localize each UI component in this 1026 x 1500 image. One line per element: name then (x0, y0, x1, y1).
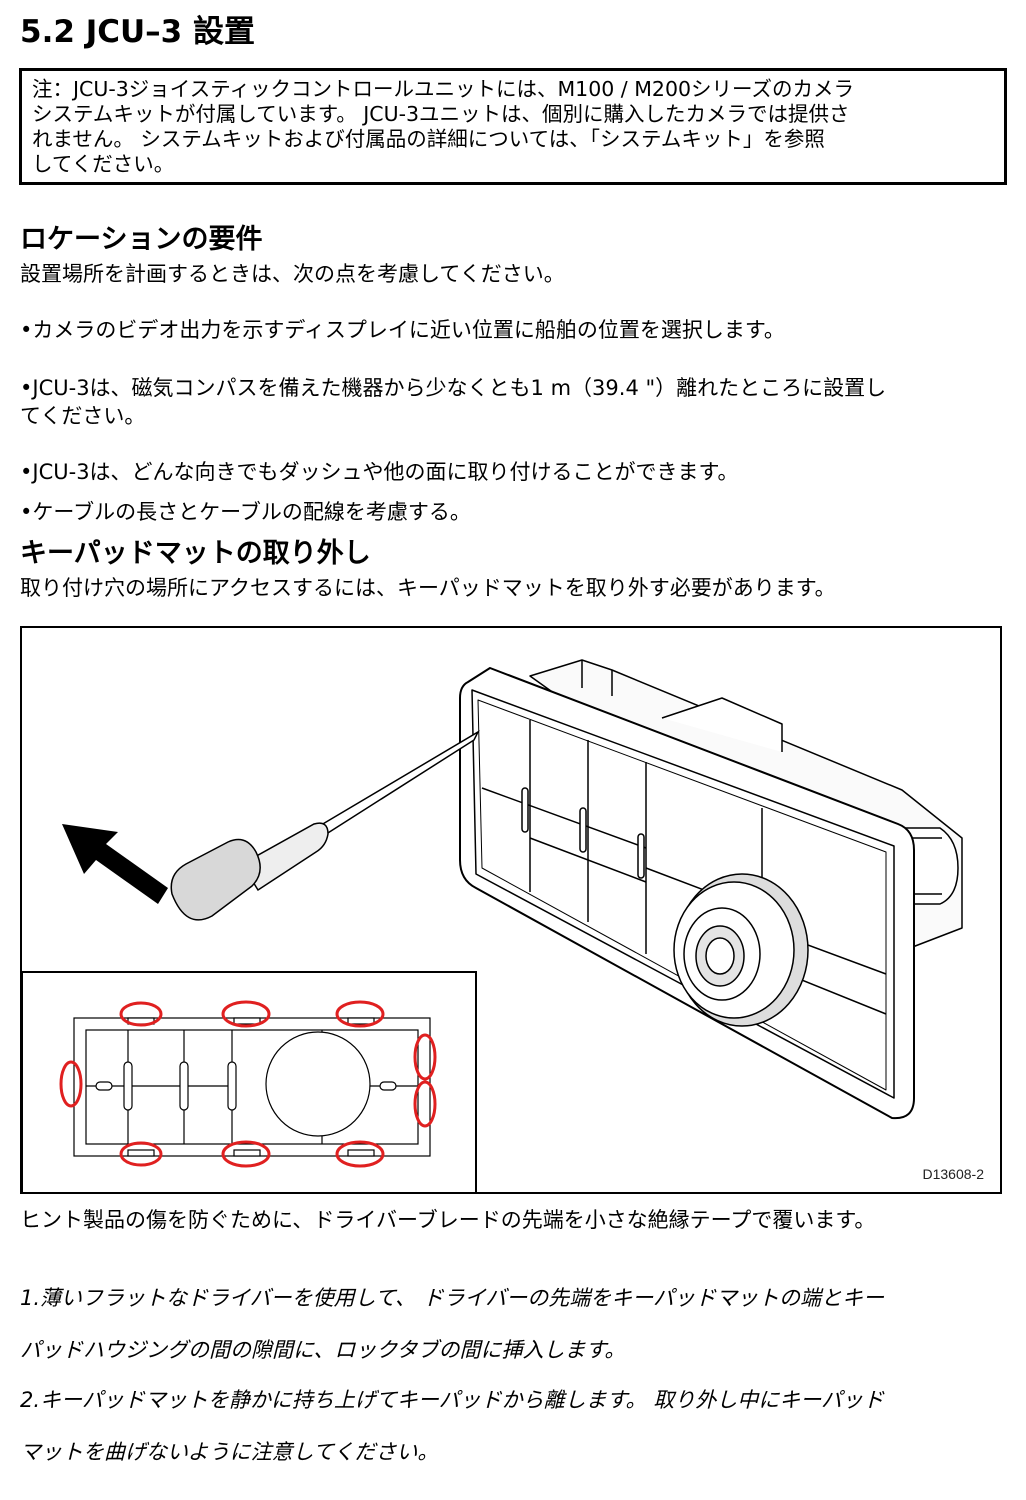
bullet-item: •カメラのビデオ出力を示すディスプレイに近い位置に船舶の位置を選択します。 (20, 318, 785, 342)
step-line: パッドハウジングの間の隙間に、ロックタブの間に挿入します。 (20, 1338, 626, 1362)
figure-illustration (22, 659, 963, 1192)
section-title: 5.2 JCU–3 設置 (20, 14, 256, 50)
location-intro: 設置場所を計画するときは、次の点を考慮してください。 (20, 262, 565, 286)
keypad-removal-figure: D13608-2 (20, 626, 1002, 1194)
clip-marker (335, 1000, 385, 1028)
clip-marker (413, 1080, 437, 1128)
figure-code: D13608-2 (922, 1166, 985, 1182)
clip-marker (221, 1140, 271, 1168)
note-box: 注：JCU-3ジョイスティックコントロールユニットには、M100 / M200シ… (19, 68, 1007, 185)
screwdriver-illustration (170, 730, 480, 921)
clip-marker (59, 1060, 83, 1108)
note-line: してください。 (32, 152, 175, 176)
note-line: れません。 システムキットおよび付属品の詳細については、「システムキット」を参照 (32, 127, 825, 151)
note-line: 注：JCU-3ジョイスティックコントロールユニットには、M100 / M200シ… (32, 77, 855, 101)
step-line: 1.薄いフラットなドライバーを使用して、 ドライバーの先端をキーパッドマットの端… (20, 1286, 884, 1310)
bullet-item: •JCU-3は、どんな向きでもダッシュや他の面に取り付けることができます。 (20, 460, 739, 484)
bullet-line: •JCU-3は、磁気コンパスを備えた機器から少なくとも1 m（39.4 "）離れ… (20, 376, 887, 400)
step-line: マットを曲げないように注意してください。 (20, 1440, 439, 1464)
inset-top-view-illustration (73, 1017, 431, 1157)
bullet-item: •JCU-3は、磁気コンパスを備えた機器から少なくとも1 m（39.4 "）離れ… (20, 374, 886, 430)
clip-marker (119, 1141, 163, 1167)
bullet-line: てください。 (20, 404, 146, 428)
keypad-intro: 取り付け穴の場所にアクセスするには、キーパッドマットを取り外す必要があります。 (20, 576, 836, 600)
keypad-heading: キーパッドマットの取り外し (20, 538, 371, 569)
clip-location-markers (59, 1000, 437, 1168)
clip-marker (119, 1001, 163, 1027)
hint-text: ヒント製品の傷を防ぐために、ドライバーブレードの先端を小さな絶縁テープで覆います… (20, 1208, 876, 1232)
step-line: 2.キーパッドマットを静かに持ち上げてキーパッドから離します。 取り外し中にキー… (20, 1388, 884, 1412)
clip-marker (221, 1000, 271, 1028)
location-heading: ロケーションの要件 (20, 224, 263, 255)
joystick-knob-illustration (673, 873, 809, 1027)
direction-arrow-icon (62, 824, 168, 904)
clip-marker (413, 1033, 437, 1081)
clip-marker (335, 1140, 385, 1168)
bullet-item: •ケーブルの長さとケーブルの配線を考慮する。 (20, 500, 471, 524)
note-line: システムキットが付属しています。 JCU-3ユニットは、個別に購入したカメラでは… (32, 102, 850, 126)
